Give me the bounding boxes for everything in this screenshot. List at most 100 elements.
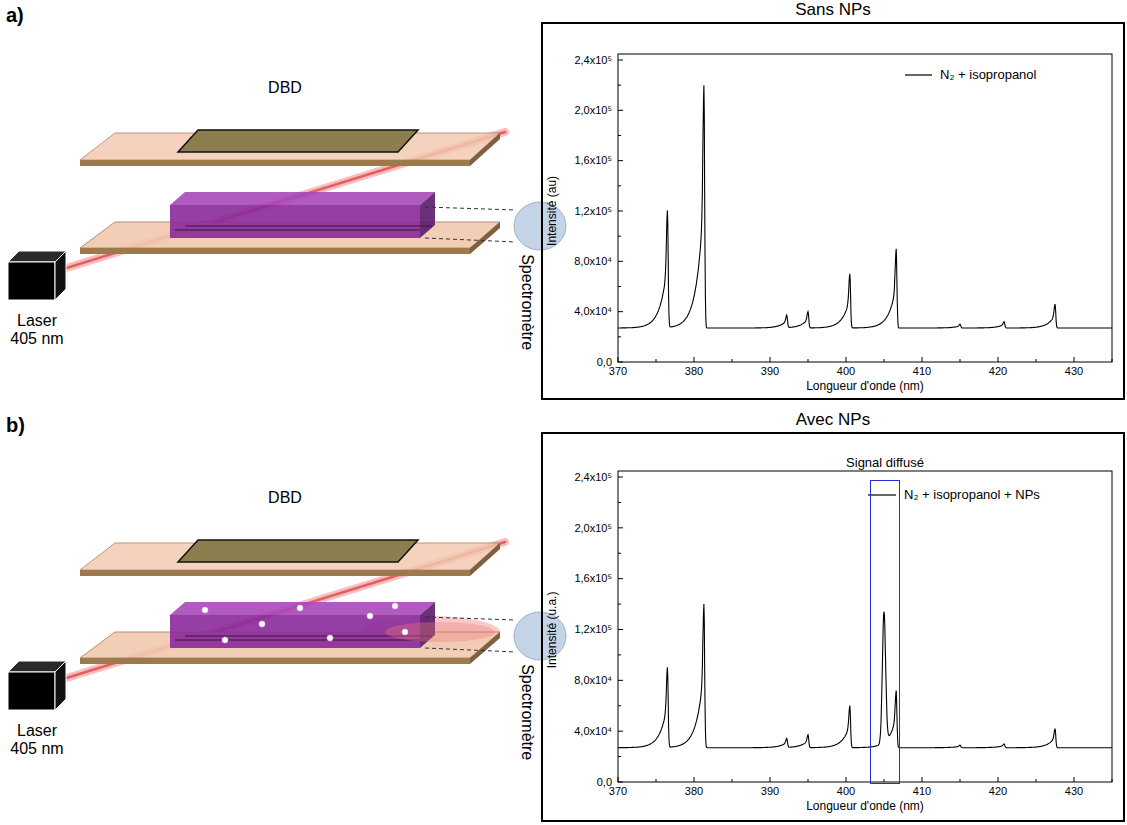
x-tick-label: 410: [913, 785, 931, 798]
x-axis-title: Longueur d'onde (nm): [806, 800, 924, 814]
x-tick-label: 390: [761, 365, 779, 378]
x-tick: [1074, 357, 1075, 362]
y-tick-label: 1,2x10⁵: [574, 205, 612, 218]
x-tick-label: 380: [685, 365, 703, 378]
panel-letter: b): [6, 414, 25, 437]
dbd-label: DBD: [268, 489, 302, 507]
y-minor-tick: [618, 756, 621, 757]
dbd-setup: [8, 540, 566, 710]
y-minor-tick: [618, 236, 621, 237]
x-tick-label: 430: [1065, 365, 1083, 378]
y-tick: [618, 782, 623, 783]
laser-label: Laser 405 nm: [4, 722, 70, 759]
legend-line-sample: [905, 74, 932, 75]
y-minor-tick: [618, 185, 621, 186]
x-tick-label: 420: [989, 365, 1007, 378]
x-tick: [922, 357, 923, 362]
y-tick: [618, 160, 623, 161]
y-tick: [618, 261, 623, 262]
y-tick-label: 2,4x10⁵: [574, 471, 612, 484]
y-tick: [618, 527, 623, 528]
x-tick: [998, 777, 999, 782]
y-minor-tick: [618, 135, 621, 136]
x-tick: [808, 359, 809, 362]
x-tick: [732, 359, 733, 362]
x-tick: [998, 357, 999, 362]
x-tick: [1074, 777, 1075, 782]
legend-line-sample: [868, 494, 896, 495]
y-tick-label: 4,0x10⁴: [574, 725, 612, 738]
dbd-setup-a: [8, 130, 566, 300]
y-tick-label: 1,2x10⁵: [574, 623, 612, 636]
y-tick-label: 8,0x10⁴: [574, 255, 612, 268]
dbd-setup-b: [8, 540, 566, 710]
x-tick-label: 430: [1065, 785, 1083, 798]
chart-title: Avec NPs: [543, 410, 1123, 430]
spectrum-line: [618, 85, 1112, 328]
chart-title: Sans NPs: [543, 0, 1123, 20]
panel-letter: a): [6, 4, 24, 27]
x-tick: [884, 359, 885, 362]
x-tick: [884, 779, 885, 782]
x-tick-label: 390: [761, 785, 779, 798]
y-tick-label: 1,6x10⁵: [574, 572, 612, 585]
scattered-light: [385, 622, 495, 642]
y-axis-title: Intensité (au): [546, 176, 560, 246]
y-minor-tick: [618, 336, 621, 337]
x-tick: [1036, 359, 1037, 362]
y-minor-tick: [618, 604, 621, 605]
legend-text: N₂ + isopropanol + NPs: [904, 488, 1040, 503]
signal-region: Signal diffusé: [831, 455, 939, 786]
y-tick-label: 8,0x10⁴: [574, 674, 612, 687]
x-tick: [1112, 359, 1113, 362]
y-tick: [618, 311, 623, 312]
x-tick: [694, 357, 695, 362]
plot-axes: [618, 471, 1112, 782]
plot-axes: [618, 54, 1112, 362]
x-tick: [770, 357, 771, 362]
x-tick-label: 420: [989, 785, 1007, 798]
y-tick: [618, 211, 623, 212]
y-tick: [618, 731, 623, 732]
signal-label: Signal diffusé: [831, 455, 939, 470]
x-tick-label: 380: [685, 785, 703, 798]
spectrometer-label: Spectromètre: [518, 254, 536, 350]
spectrum-line: [618, 604, 1112, 748]
y-axis-title: Intensité (u.a.): [546, 591, 560, 668]
x-tick-label: 370: [609, 365, 627, 378]
x-tick: [922, 777, 923, 782]
y-minor-tick: [618, 286, 621, 287]
y-tick: [618, 362, 623, 363]
laser-label: Laser 405 nm: [4, 312, 70, 349]
y-minor-tick: [618, 705, 621, 706]
x-tick: [656, 359, 657, 362]
x-tick: [846, 777, 847, 782]
x-tick: [960, 359, 961, 362]
x-tick: [732, 779, 733, 782]
x-tick: [1112, 779, 1113, 782]
signal-box-outline: [870, 480, 900, 784]
y-tick-label: 2,0x10⁵: [574, 522, 612, 535]
x-axis-title: Longueur d'onde (nm): [806, 380, 924, 394]
y-tick-label: 2,0x10⁵: [574, 104, 612, 117]
y-tick-label: 1,6x10⁵: [574, 154, 612, 167]
y-tick-label: 2,4x10⁵: [574, 54, 612, 67]
y-minor-tick: [618, 654, 621, 655]
y-minor-tick: [618, 553, 621, 554]
x-tick: [846, 357, 847, 362]
x-tick: [1036, 779, 1037, 782]
y-minor-tick: [618, 85, 621, 86]
x-tick: [770, 777, 771, 782]
y-tick: [618, 110, 623, 111]
x-tick-label: 410: [913, 365, 931, 378]
x-tick: [618, 357, 619, 362]
spectrometer-label: Spectromètre: [518, 664, 536, 760]
x-tick-label: 400: [837, 785, 855, 798]
y-tick: [618, 680, 623, 681]
y-tick: [618, 60, 623, 61]
x-tick: [694, 777, 695, 782]
dbd-label: DBD: [268, 79, 302, 97]
x-tick: [656, 779, 657, 782]
